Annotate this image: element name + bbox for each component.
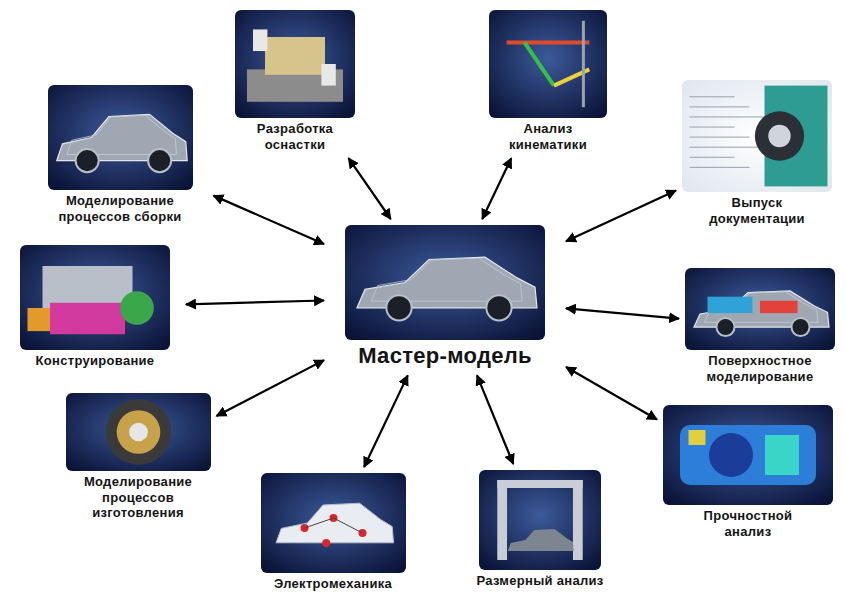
module-caption: Разработка оснастки — [235, 121, 355, 152]
picture-ground — [345, 225, 545, 340]
illustration — [276, 503, 393, 547]
module-picture — [489, 10, 607, 118]
module-picture — [48, 85, 193, 190]
module-node: Моделирование процессов сборки — [33, 85, 208, 224]
caption-box: Поверхностное моделирование — [685, 353, 835, 384]
module-caption: Поверхностное моделирование — [685, 353, 835, 384]
picture-ground — [489, 10, 607, 118]
module-node: Поверхностное моделирование — [685, 268, 835, 384]
picture-ground — [682, 80, 832, 192]
illustration — [28, 266, 154, 334]
caption-box: Размерный анализ — [460, 573, 620, 589]
picture-ground — [48, 85, 193, 190]
module-caption: Моделирование процессов сборки — [33, 193, 208, 224]
module-node: Разработка оснастки — [235, 10, 355, 152]
caption-box: Электромеханика — [253, 576, 413, 592]
module-picture — [235, 10, 355, 118]
module-picture — [66, 393, 211, 471]
illustration — [105, 399, 171, 465]
bidirectional-arrow — [566, 367, 657, 420]
caption-box: Моделирование процессов изготовления — [71, 474, 206, 521]
bidirectional-arrow — [482, 158, 511, 219]
bidirectional-arrow — [349, 158, 391, 219]
module-caption: Выпуск документации — [692, 195, 822, 226]
module-picture — [663, 405, 833, 505]
caption-box: Выпуск документации — [692, 195, 822, 226]
module-node: Конструирование — [10, 245, 180, 369]
module-caption: Размерный анализ — [460, 573, 620, 589]
illustration — [507, 21, 590, 107]
module-picture — [20, 245, 170, 350]
illustration — [56, 114, 187, 172]
illustration — [247, 29, 343, 101]
module-picture — [682, 80, 832, 192]
caption-box: Моделирование процессов сборки — [33, 193, 208, 224]
picture-ground — [261, 473, 406, 573]
module-node: Прочностной анализ — [663, 405, 833, 539]
module-node: Размерный анализ — [460, 470, 620, 589]
picture-ground — [663, 405, 833, 505]
caption-box: Анализ кинематики — [488, 121, 608, 152]
illustration — [680, 425, 816, 485]
illustration — [497, 480, 582, 560]
picture-ground — [235, 10, 355, 118]
illustration — [690, 86, 828, 187]
caption-box: Конструирование — [10, 353, 180, 369]
module-caption: Конструирование — [10, 353, 180, 369]
bidirectional-arrow — [566, 191, 676, 242]
module-picture — [261, 473, 406, 573]
illustration — [694, 291, 829, 336]
module-picture — [685, 268, 835, 350]
module-picture — [479, 470, 601, 570]
module-node: Выпуск документации — [682, 80, 832, 226]
picture-ground — [20, 245, 170, 350]
module-picture — [345, 225, 545, 340]
picture-ground — [479, 470, 601, 570]
caption-box: Прочностной анализ — [683, 508, 813, 539]
bidirectional-arrow — [214, 196, 325, 244]
module-node: Моделирование процессов изготовления — [66, 393, 211, 521]
module-caption: Моделирование процессов изготовления — [71, 474, 206, 521]
illustration — [357, 257, 537, 320]
bidirectional-arrow — [186, 301, 324, 305]
module-caption: Электромеханика — [253, 576, 413, 592]
master-caption: Мастер-модель — [330, 343, 560, 369]
module-node: Электромеханика — [253, 473, 413, 592]
caption-box: Разработка оснастки — [235, 121, 355, 152]
module-caption: Прочностной анализ — [683, 508, 813, 539]
module-caption: Анализ кинематики — [488, 121, 608, 152]
bidirectional-arrow — [364, 375, 408, 467]
bidirectional-arrow — [477, 375, 513, 464]
caption-box: Мастер-модель — [330, 343, 560, 369]
module-node: Анализ кинематики — [488, 10, 608, 152]
master-model-node: Мастер-модель — [330, 225, 560, 369]
bidirectional-arrow — [217, 360, 325, 416]
picture-ground — [66, 393, 211, 471]
bidirectional-arrow — [566, 308, 679, 318]
picture-ground — [685, 268, 835, 350]
